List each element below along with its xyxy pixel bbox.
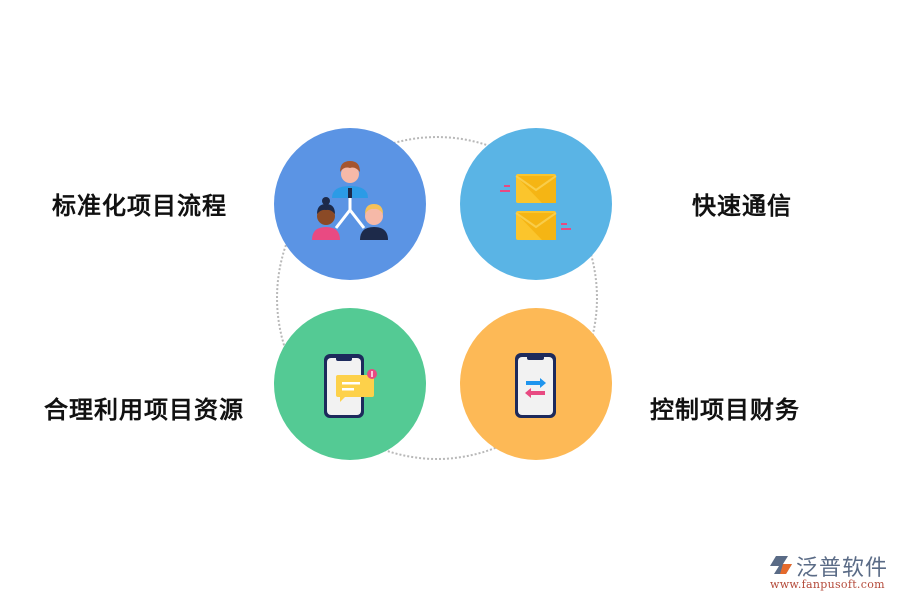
brand-logo: 泛普软件 www.fanpusoft.com [768, 550, 898, 596]
circle-standardize-process [274, 128, 426, 280]
circle-fast-communication [460, 128, 612, 280]
label-fast-communication: 快速通信 [692, 192, 792, 220]
label-finance-control: 控制项目财务 [650, 396, 800, 424]
phone-message-icon [324, 354, 377, 418]
team-hierarchy-icon [312, 161, 388, 240]
fanpu-logo-icon [770, 556, 792, 574]
phone-transfer-icon [515, 353, 556, 418]
label-resource-utilization: 合理利用项目资源 [44, 396, 244, 424]
label-standardize-process: 标准化项目流程 [52, 192, 227, 220]
brand-url: www.fanpusoft.com [770, 578, 885, 591]
circle-resource-utilization [274, 308, 426, 460]
dotted-ring-connector [276, 136, 598, 460]
envelopes-icon [500, 174, 571, 240]
brand-name: 泛普软件 [796, 556, 889, 581]
circle-finance-control [460, 308, 612, 460]
